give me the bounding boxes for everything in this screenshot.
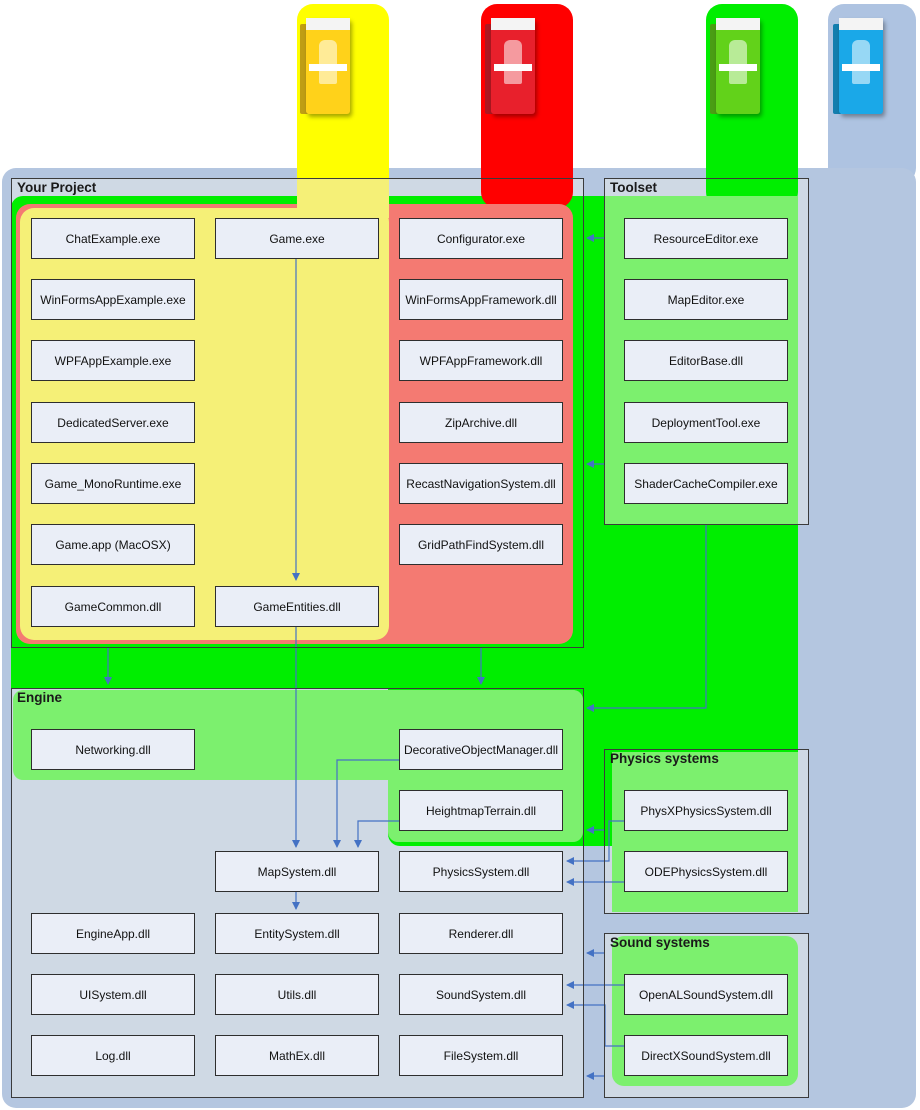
node-game-exe: Game.exe [215, 218, 379, 259]
node-utils: Utils.dll [215, 974, 379, 1015]
node-engine-app: EngineApp.dll [31, 913, 195, 954]
source-sdk-box-icon [830, 4, 894, 124]
commercial-sdk-box-icon [707, 4, 771, 124]
node-deployment-tool: DeploymentTool.exe [624, 402, 788, 443]
node-grid-path-find: GridPathFindSystem.dll [399, 524, 563, 565]
node-log: Log.dll [31, 1035, 195, 1076]
node-file-system: FileSystem.dll [399, 1035, 563, 1076]
your-project-group: Your Project [11, 178, 584, 648]
non-commercial-bridge [297, 178, 389, 218]
node-renderer: Renderer.dll [399, 913, 563, 954]
node-heightmap-terrain: HeightmapTerrain.dll [399, 790, 563, 831]
directx-to-sound-system-arrow [566, 1001, 624, 1047]
node-game-entities: GameEntities.dll [215, 586, 379, 627]
dependency-arrows [104, 234, 707, 1080]
node-physx: PhysXPhysicsSystem.dll [624, 790, 788, 831]
physx-to-physics-system-arrow [566, 820, 624, 865]
sound-systems-group: Sound systems [604, 933, 809, 1098]
node-dedicated-server: DedicatedServer.exe [31, 402, 195, 443]
physics-systems-title: Physics systems [610, 751, 719, 766]
node-zip-archive: ZipArchive.dll [399, 402, 563, 443]
node-game-app-macosx: Game.app (MacOSX) [31, 524, 195, 565]
physics-systems-group: Physics systems [604, 749, 809, 914]
node-resource-editor: ResourceEditor.exe [624, 218, 788, 259]
node-configurator: Configurator.exe [399, 218, 563, 259]
node-wpf-example: WPFAppExample.exe [31, 340, 195, 381]
toolset-to-engine-arrow [586, 524, 707, 712]
node-map-system: MapSystem.dll [215, 851, 379, 892]
node-winforms-example: WinFormsAppExample.exe [31, 279, 195, 320]
node-chat-example: ChatExample.exe [31, 218, 195, 259]
non-commercial-sdk-box-icon [297, 4, 361, 124]
your-project-title: Your Project [17, 180, 97, 195]
node-sound-system: SoundSystem.dll [399, 974, 563, 1015]
node-game-mono-runtime: Game_MonoRuntime.exe [31, 463, 195, 504]
heightmap-to-map-system-arrow [354, 820, 399, 848]
node-wpf-framework: WPFAppFramework.dll [399, 340, 563, 381]
node-entity-system: EntitySystem.dll [215, 913, 379, 954]
node-decorative-object-manager: DecorativeObjectManager.dll [399, 729, 563, 770]
node-ui-system: UISystem.dll [31, 974, 195, 1015]
node-winforms-framework: WinFormsAppFramework.dll [399, 279, 563, 320]
sound-systems-title: Sound systems [610, 935, 710, 950]
indie-sdk-box-icon [482, 4, 546, 124]
toolset-title: Toolset [610, 180, 657, 195]
decorative-to-map-system-arrow [333, 759, 399, 848]
node-networking: Networking.dll [31, 729, 195, 770]
node-physics-system: PhysicsSystem.dll [399, 851, 563, 892]
engine-group: Engine [11, 688, 584, 1098]
node-mathex: MathEx.dll [215, 1035, 379, 1076]
toolset-group: Toolset [604, 178, 809, 525]
node-editor-base: EditorBase.dll [624, 340, 788, 381]
node-game-common: GameCommon.dll [31, 586, 195, 627]
node-ode-physics: ODEPhysicsSystem.dll [624, 851, 788, 892]
node-openal-sound: OpenALSoundSystem.dll [624, 974, 788, 1015]
node-shader-cache-compiler: ShaderCacheCompiler.exe [624, 463, 788, 504]
engine-title: Engine [17, 690, 63, 705]
node-map-editor: MapEditor.exe [624, 279, 788, 320]
node-directx-sound: DirectXSoundSystem.dll [624, 1035, 788, 1076]
node-recast-navigation: RecastNavigationSystem.dll [399, 463, 563, 504]
